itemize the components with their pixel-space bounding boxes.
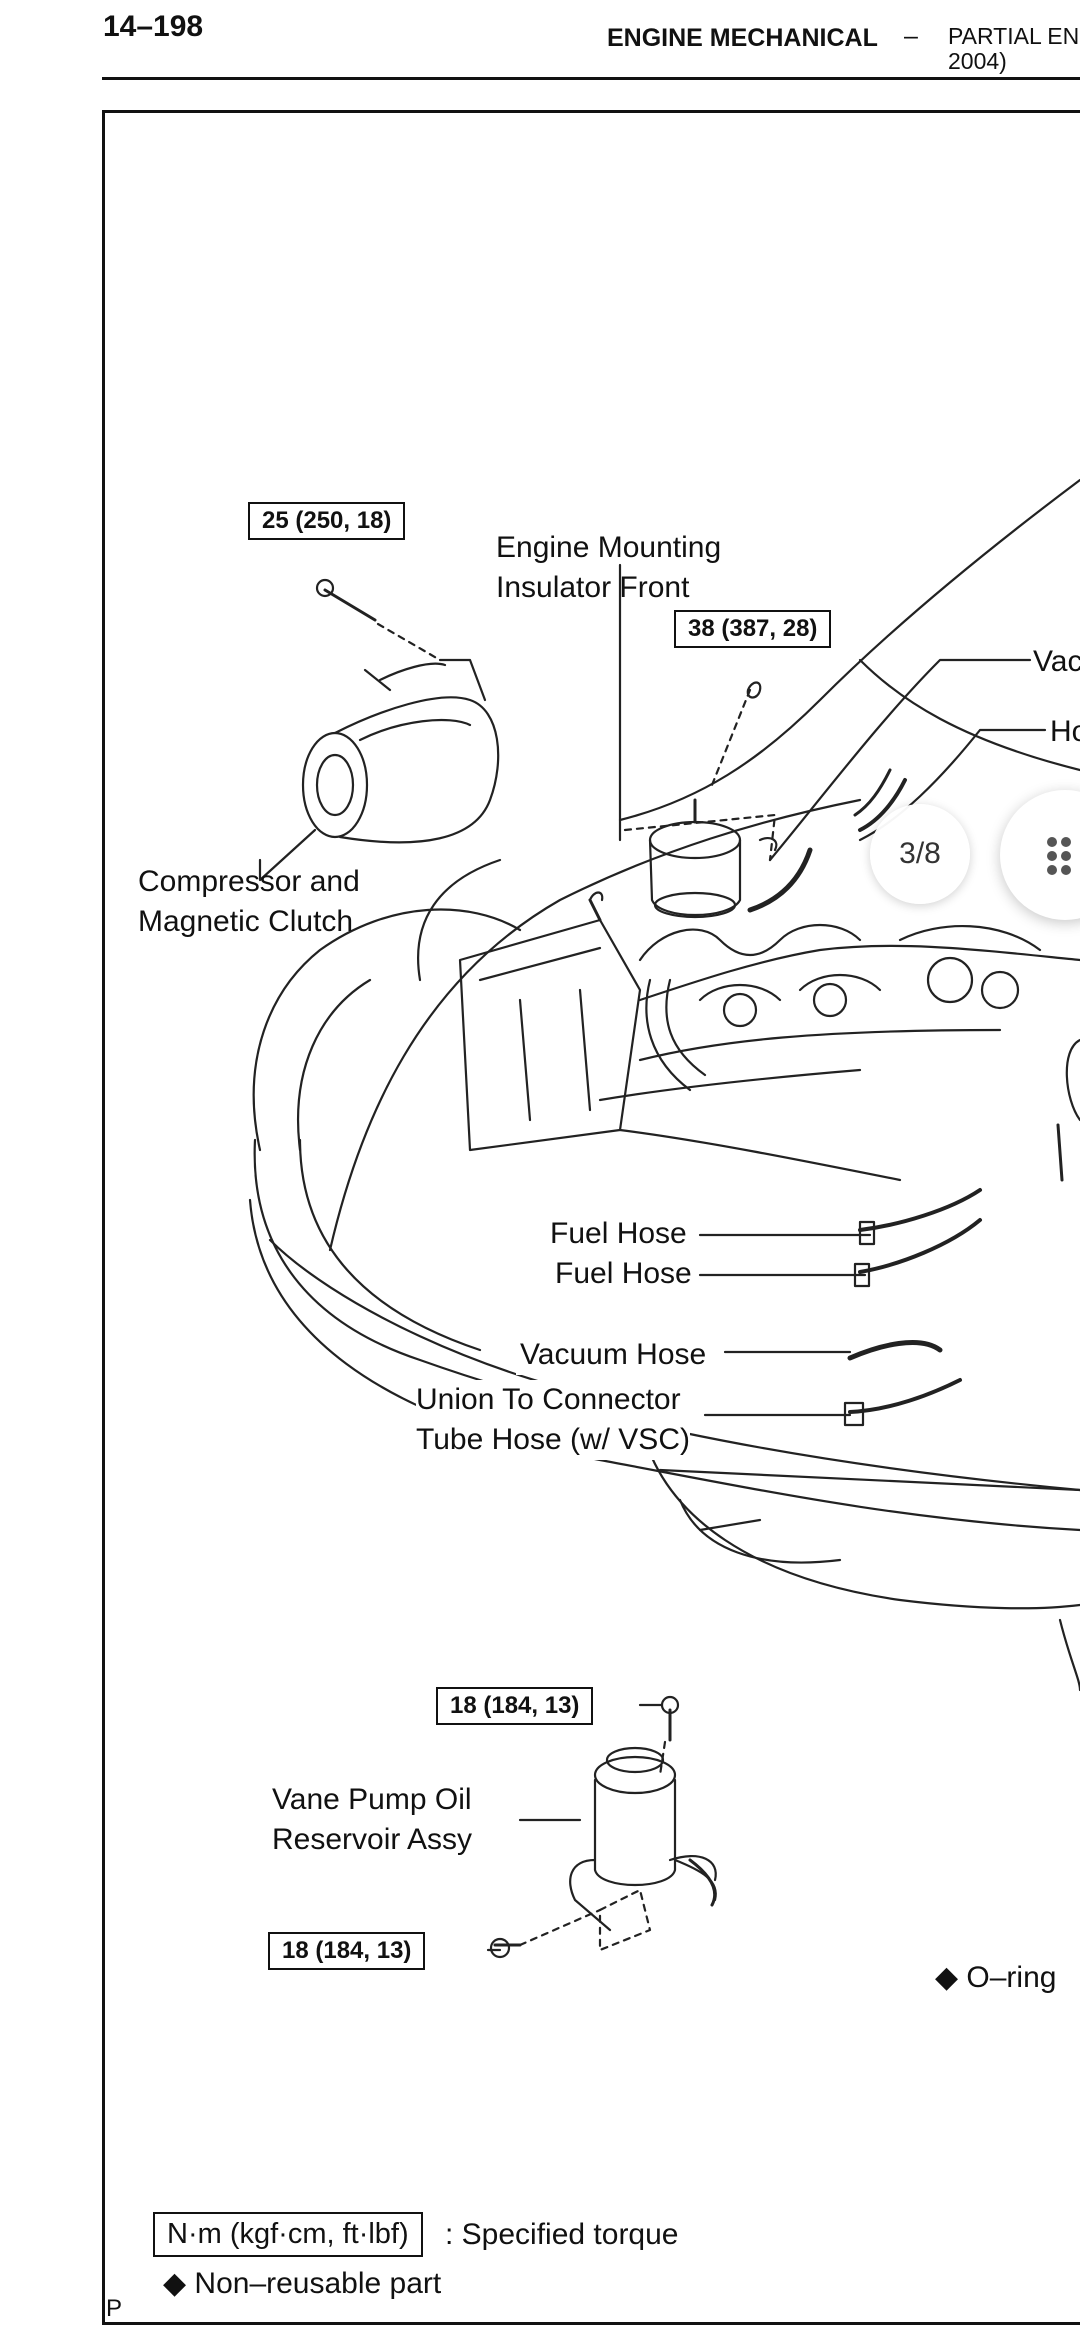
label-oring: ◆ O–ring — [935, 1961, 1057, 1994]
label-union-line1: Union To Connector — [416, 1380, 690, 1420]
section-dash: – — [904, 22, 918, 50]
label-engine-mount-line1: Engine Mounting — [496, 531, 722, 564]
label-vane-line2: Reservoir Assy — [272, 1823, 473, 1856]
section-subtitle-line2: 2004) — [948, 48, 1007, 74]
torque-spec-mount-nut: 38 (387, 28) — [674, 610, 832, 648]
label-engine-mount-line2: Insulator Front — [496, 571, 690, 604]
label-compressor: Compressor and Magnetic Clutch — [138, 862, 360, 942]
label-union-connector: Union To Connector Tube Hose (w/ VSC) — [416, 1380, 690, 1460]
label-vacuum-hose: Vacuum Hose — [516, 1335, 711, 1375]
section-subtitle-line1: PARTIAL EN — [948, 23, 1080, 49]
section-title: ENGINE MECHANICAL — [607, 24, 878, 52]
page-indicator[interactable]: 3/8 — [870, 804, 970, 904]
corner-letter: P — [106, 2295, 123, 2322]
diagram-frame — [102, 110, 1080, 2325]
page-number: 14–198 — [103, 10, 204, 43]
label-compressor-line2: Magnetic Clutch — [138, 905, 354, 938]
label-engine-mount: Engine Mounting Insulator Front — [496, 528, 721, 608]
torque-spec-reservoir-top: 18 (184, 13) — [436, 1687, 594, 1725]
label-vacuum-cut: Vac — [1033, 645, 1080, 678]
page-header: 14–198 ENGINE MECHANICAL – PARTIAL EN 20… — [0, 0, 1080, 80]
legend-nonreusable: ◆ Non–reusable part — [163, 2267, 442, 2300]
label-union-line2: Tube Hose (w/ VSC) — [416, 1420, 690, 1460]
label-vane-line1: Vane Pump Oil — [272, 1783, 472, 1816]
label-vane-pump-reservoir: Vane Pump Oil Reservoir Assy — [272, 1780, 472, 1860]
section-subtitle: PARTIAL EN 2004) — [948, 24, 1079, 74]
legend-unit-text: : Specified torque — [445, 2218, 679, 2251]
label-hose-cut: Ho — [1050, 715, 1080, 748]
label-compressor-line1: Compressor and — [138, 865, 360, 898]
label-fuel-hose-1: Fuel Hose — [546, 1214, 691, 1254]
torque-spec-reservoir-bottom: 18 (184, 13) — [268, 1932, 426, 1970]
legend-unit-box: N·m (kgf·cm, ft·lbf) — [153, 2212, 423, 2257]
header-rule — [102, 77, 1080, 80]
grid-dots-icon — [1047, 837, 1071, 875]
label-fuel-hose-2: Fuel Hose — [551, 1254, 696, 1294]
torque-spec-compressor-bolt: 25 (250, 18) — [248, 502, 406, 540]
